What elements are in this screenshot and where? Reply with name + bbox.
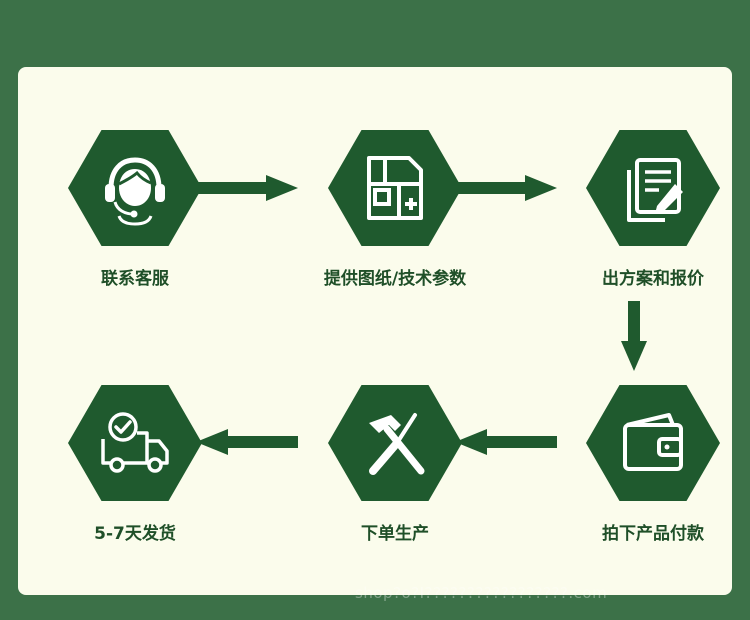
step-label: 下单生产 xyxy=(361,524,429,544)
step-label: 拍下产品付款 xyxy=(602,524,704,544)
arrow-right-icon xyxy=(196,175,298,201)
hexagon-badge xyxy=(328,385,462,501)
arrow-right-icon xyxy=(455,175,557,201)
process-panel: 联系客服 提供图纸/技术参数 xyxy=(18,67,732,595)
hexagon-badge xyxy=(68,385,202,501)
hexagon-badge xyxy=(586,130,720,246)
hexagon-badge xyxy=(68,130,202,246)
blueprint-drawing-icon xyxy=(367,156,423,220)
step-label: 出方案和报价 xyxy=(602,269,704,289)
step-label: 提供图纸/技术参数 xyxy=(323,269,467,289)
arrow-left-icon xyxy=(196,429,298,455)
wallet-icon xyxy=(623,413,683,471)
customer-service-headset-icon xyxy=(105,157,165,226)
hexagon-badge xyxy=(328,130,462,246)
arrow-down-icon xyxy=(621,301,647,371)
step-label: 5-7天发货 xyxy=(94,524,176,544)
documents-pen-icon xyxy=(627,158,683,222)
step-label: 联系客服 xyxy=(101,269,169,289)
hammer-screwdriver-icon xyxy=(369,413,425,475)
watermark: shop?o?I?????????????????.com xyxy=(355,584,608,602)
arrow-left-icon xyxy=(455,429,557,455)
delivery-truck-check-icon xyxy=(101,412,169,473)
hexagon-badge xyxy=(586,385,720,501)
